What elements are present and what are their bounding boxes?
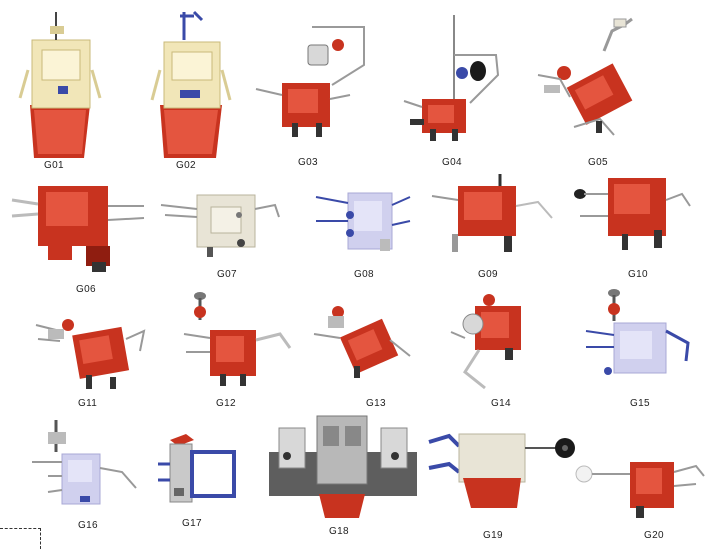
product-code: G07 xyxy=(217,269,237,280)
product-g01: G01 xyxy=(18,10,108,175)
g09-image xyxy=(431,174,553,252)
product-code: G16 xyxy=(78,520,98,531)
product-g18: G18 xyxy=(265,412,425,542)
product-code: G17 xyxy=(182,518,202,529)
g05-image xyxy=(537,17,633,136)
product-code: G11 xyxy=(78,398,98,409)
product-g17: G17 xyxy=(152,430,252,535)
product-g12: G12 xyxy=(180,290,300,415)
product-g11: G11 xyxy=(30,305,150,415)
product-g14: G14 xyxy=(445,292,555,415)
product-code: G19 xyxy=(483,530,503,541)
g06-image xyxy=(11,186,145,272)
product-g08: G08 xyxy=(310,185,420,295)
g04-image xyxy=(403,15,500,141)
product-g09: G09 xyxy=(428,172,558,295)
product-g07: G07 xyxy=(155,185,285,295)
g02-image xyxy=(150,10,232,158)
product-g06: G06 xyxy=(8,180,148,300)
product-g13: G13 xyxy=(310,300,420,415)
product-code: G06 xyxy=(76,284,96,295)
product-g02: G02 xyxy=(150,10,240,175)
product-code: G01 xyxy=(44,160,64,171)
g03-image xyxy=(255,26,365,137)
product-code: G18 xyxy=(329,526,349,537)
product-code: G02 xyxy=(176,160,196,171)
product-g03: G03 xyxy=(252,15,372,175)
g19-image xyxy=(428,433,575,508)
product-g20: G20 xyxy=(570,448,710,543)
g15-image xyxy=(585,289,690,375)
product-code: G12 xyxy=(216,398,236,409)
g16-image xyxy=(32,420,137,505)
product-code: G04 xyxy=(442,157,462,168)
product-g05: G05 xyxy=(530,15,640,175)
product-code: G09 xyxy=(478,269,498,280)
product-code: G14 xyxy=(491,398,511,409)
product-code: G05 xyxy=(588,157,608,168)
g20-image xyxy=(575,462,705,518)
dashed-corner-mark xyxy=(0,528,41,549)
g01-image xyxy=(18,12,102,158)
product-g04: G04 xyxy=(400,15,510,175)
g18-image xyxy=(269,415,417,518)
g08-image xyxy=(315,192,411,251)
g12-image xyxy=(183,292,292,386)
product-code: G15 xyxy=(630,398,650,409)
product-code: G03 xyxy=(298,157,318,168)
g17-image xyxy=(158,434,236,503)
product-code: G08 xyxy=(354,269,374,280)
product-code: G10 xyxy=(628,269,648,280)
product-code: G13 xyxy=(366,398,386,409)
g14-image xyxy=(450,294,521,390)
g10-image xyxy=(574,178,691,250)
g07-image xyxy=(160,194,280,257)
product-code: G20 xyxy=(644,530,664,541)
product-g15: G15 xyxy=(580,287,700,415)
g13-image xyxy=(313,306,411,378)
product-g19: G19 xyxy=(425,428,585,541)
product-g16: G16 xyxy=(28,418,148,533)
product-g10: G10 xyxy=(570,172,700,295)
g11-image xyxy=(35,319,146,389)
